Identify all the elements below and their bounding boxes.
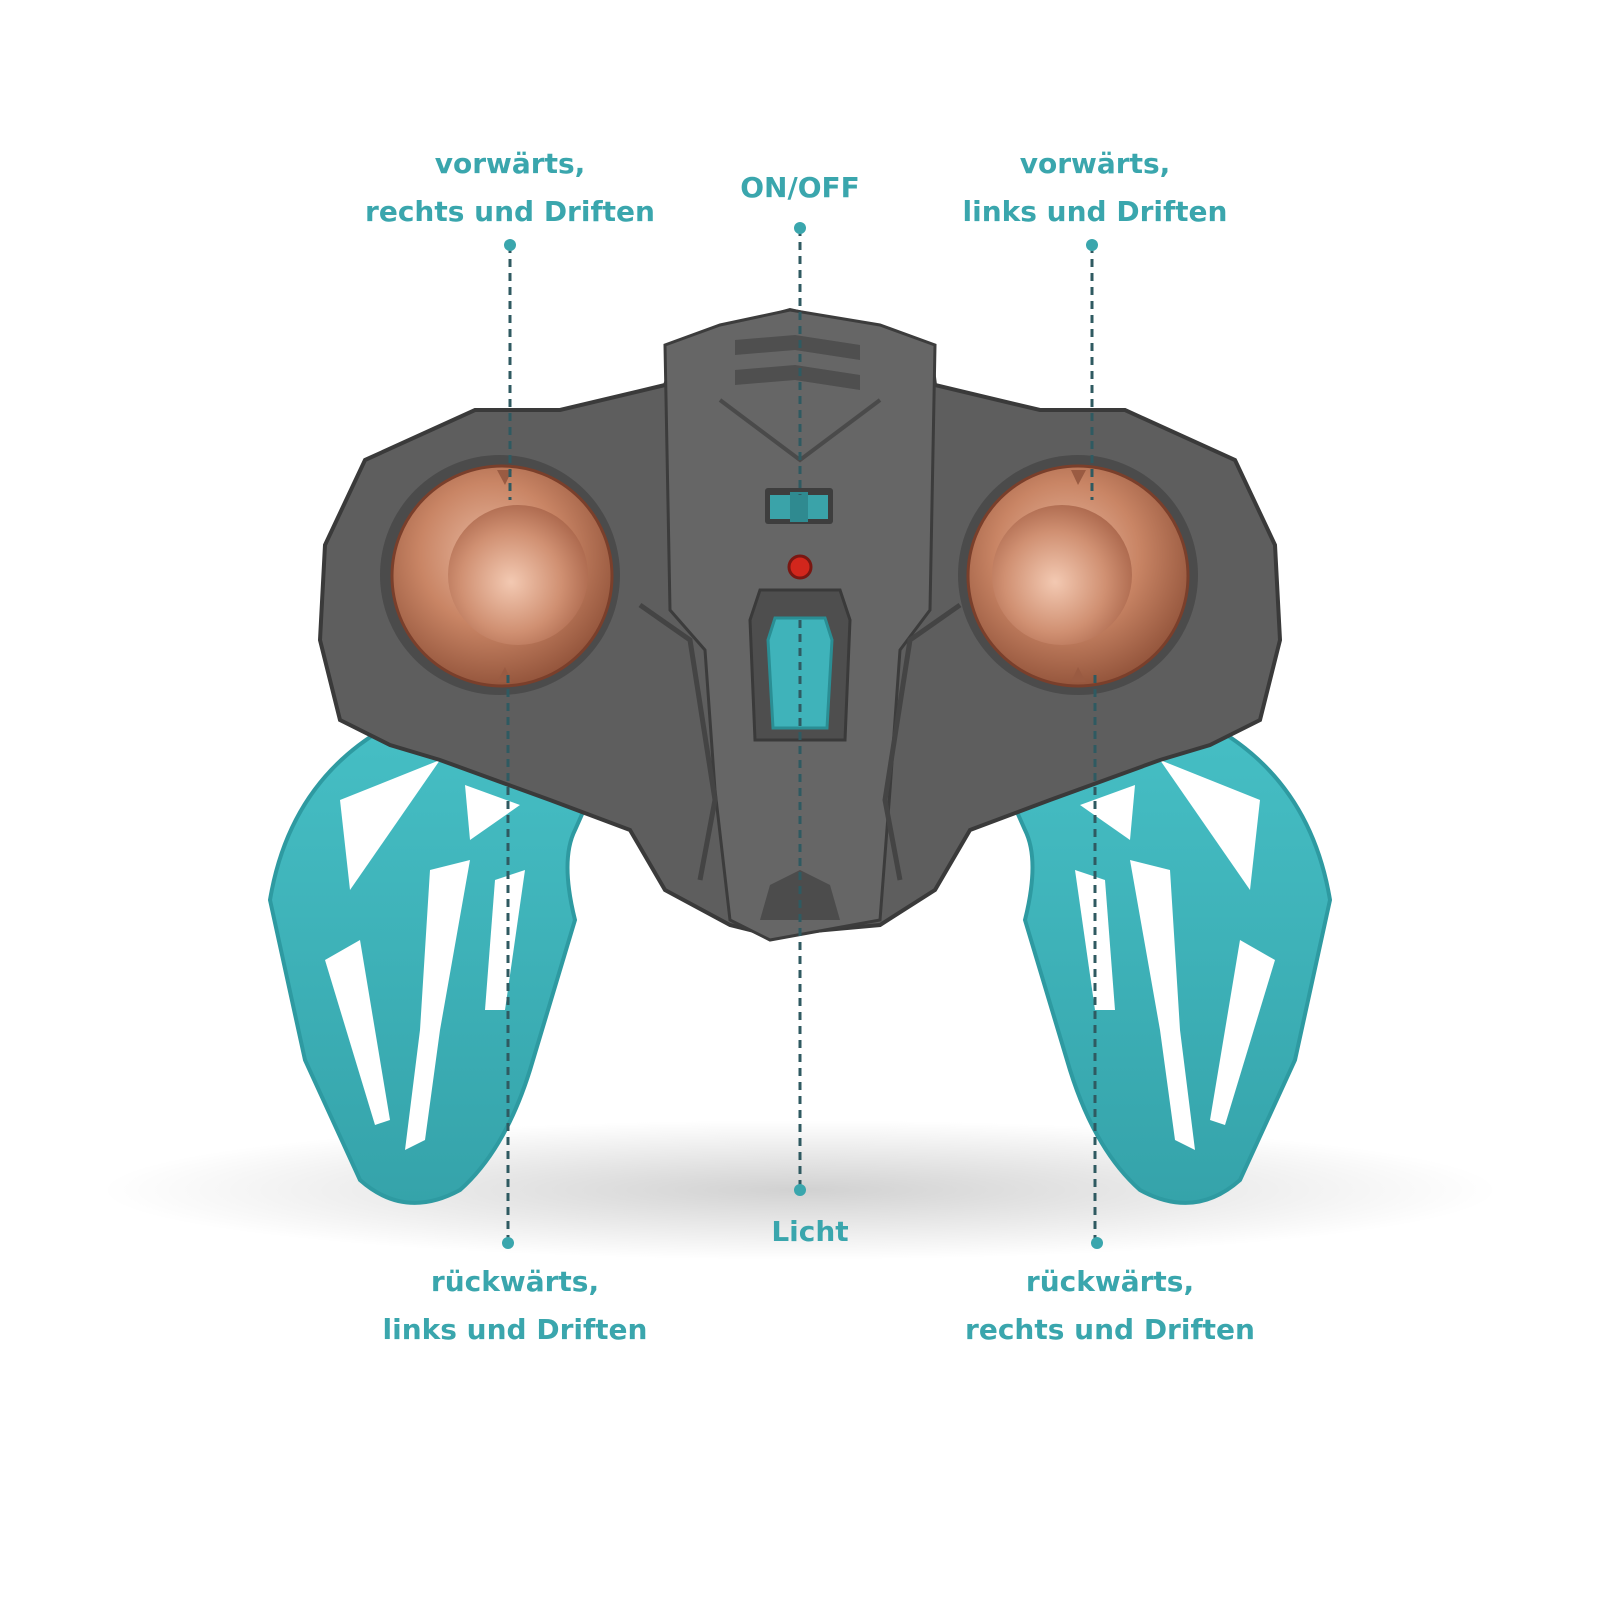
power-led [787, 554, 813, 580]
label-top-left-line2: rechts und Driften [365, 195, 655, 228]
label-bottom-right: rückwärts, rechts und Driften [950, 1258, 1270, 1354]
label-bottom-right-line2: rechts und Driften [965, 1313, 1255, 1346]
label-bottom-left-line1: rückwärts, [430, 1265, 600, 1298]
dot-bottom-left [502, 1237, 514, 1249]
right-grip [1002, 712, 1333, 1205]
left-joystick[interactable] [380, 455, 620, 695]
label-bottom-right-line1: rückwärts, [1025, 1265, 1195, 1298]
on-off-switch[interactable] [765, 488, 833, 524]
label-top-center: ON/OFF [700, 164, 900, 212]
label-top-center-line1: ON/OFF [740, 171, 860, 204]
dot-top-center [794, 222, 806, 234]
label-bottom-center: Licht [710, 1208, 910, 1256]
label-top-right: vorwärts, links und Driften [935, 140, 1255, 236]
leader-dots [502, 222, 1103, 1249]
left-grip [267, 712, 598, 1205]
label-top-left-line1: vorwärts, [434, 147, 586, 180]
label-bottom-left-line2: links und Driften [382, 1313, 648, 1346]
leader-lines [506, 228, 1097, 1240]
right-joystick[interactable] [958, 455, 1198, 695]
light-button[interactable] [748, 588, 852, 742]
dot-top-right [1086, 239, 1098, 251]
label-bottom-center-line1: Licht [771, 1215, 849, 1248]
dot-bottom-center [794, 1184, 806, 1196]
label-top-left: vorwärts, rechts und Driften [350, 140, 670, 236]
label-top-right-line2: links und Driften [962, 195, 1228, 228]
label-top-right-line1: vorwärts, [1019, 147, 1171, 180]
label-bottom-left: rückwärts, links und Driften [355, 1258, 675, 1354]
dot-bottom-right [1091, 1237, 1103, 1249]
dot-top-left [504, 239, 516, 251]
